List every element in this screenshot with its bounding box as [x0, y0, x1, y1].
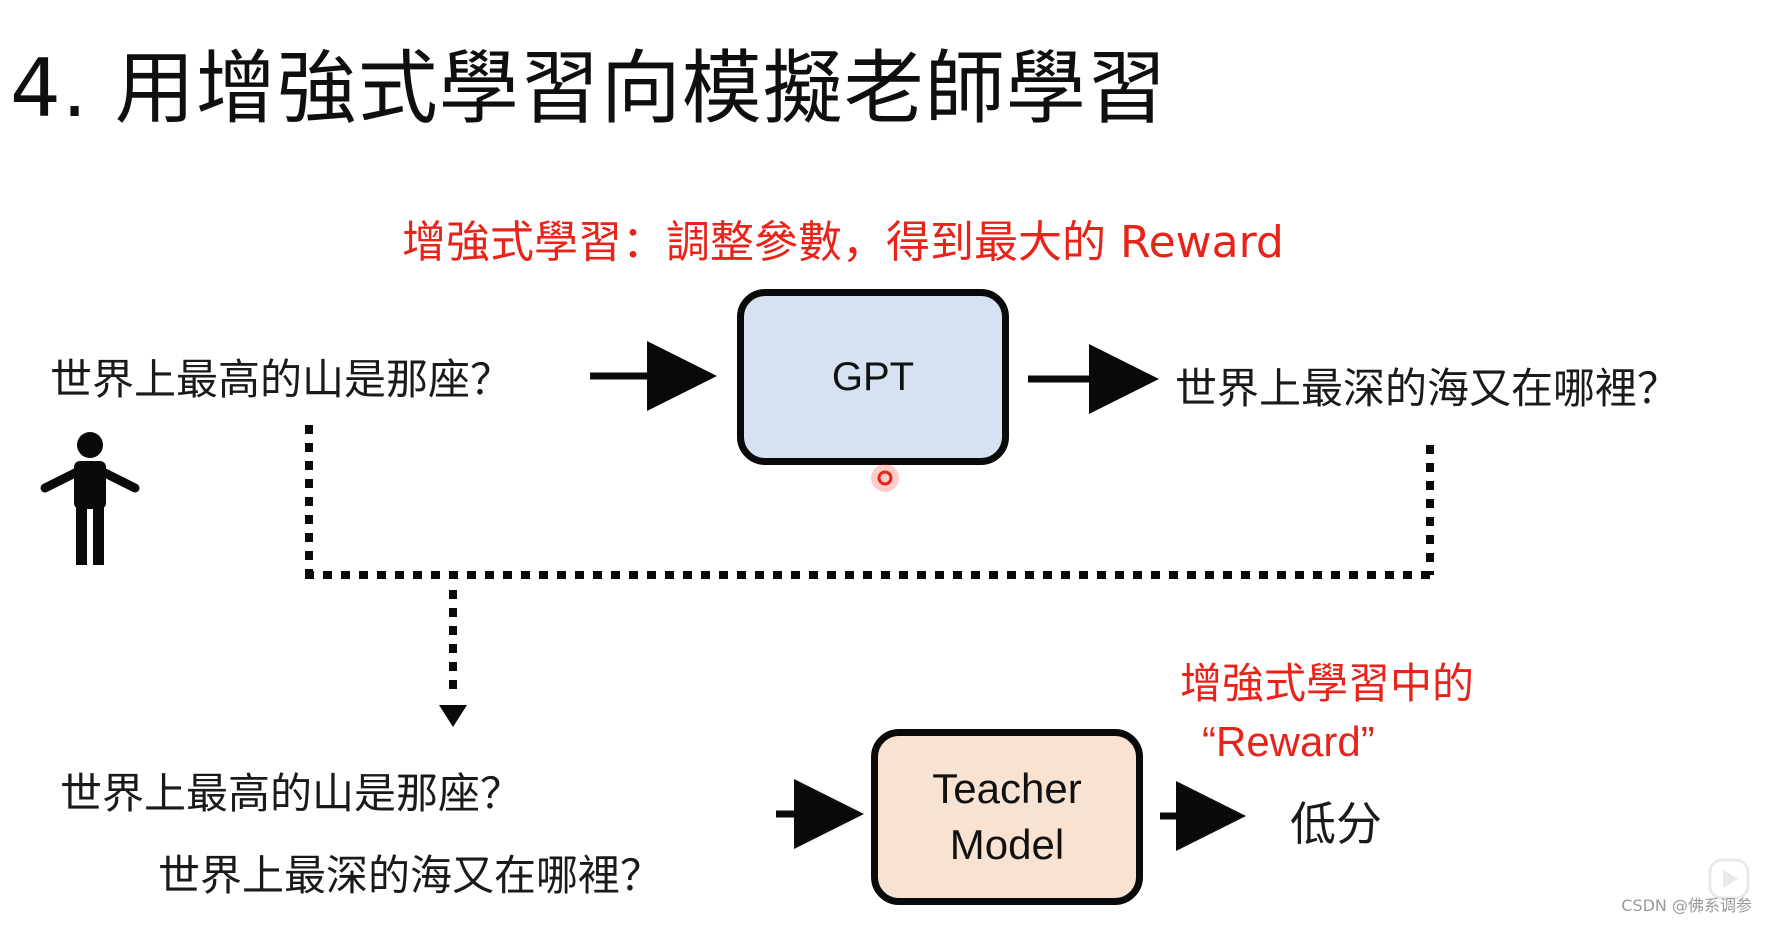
answer-bottom: 世界上最深的海又在哪裡？ — [158, 851, 663, 900]
question-bottom: 世界上最高的山是那座？ — [60, 769, 523, 818]
answer-top: 世界上最深的海又在哪裡？ — [1175, 364, 1680, 413]
teacher-model-box: Teacher Model — [871, 729, 1143, 905]
dotted-connector — [305, 425, 1434, 693]
cursor-dot-icon — [871, 464, 899, 492]
teacher-label-line2: Model — [949, 821, 1065, 868]
person-icon — [40, 432, 140, 565]
reward-note-line1: 增強式學習中的 — [1180, 660, 1475, 707]
question-top: 世界上最高的山是那座？ — [50, 355, 513, 404]
watermark-text: CSDN @佛系调参 — [1621, 896, 1752, 915]
slide-title: 4. 用增強式學習向模擬老師學習 — [10, 42, 1168, 135]
low-score-label: 低分 — [1290, 797, 1382, 851]
play-icon[interactable] — [1708, 858, 1750, 900]
gpt-box: GPT — [737, 289, 1009, 465]
arrow-down-icon — [439, 705, 467, 727]
rl-definition-subtitle: 增強式學習：調整參數，得到最大的 Reward — [402, 217, 1284, 268]
reward-note-line2: “Reward” — [1202, 718, 1375, 765]
reward-note: 增強式學習中的 “Reward” — [1180, 655, 1474, 771]
gpt-label: GPT — [831, 354, 915, 399]
teacher-label-line1: Teacher — [932, 765, 1082, 812]
